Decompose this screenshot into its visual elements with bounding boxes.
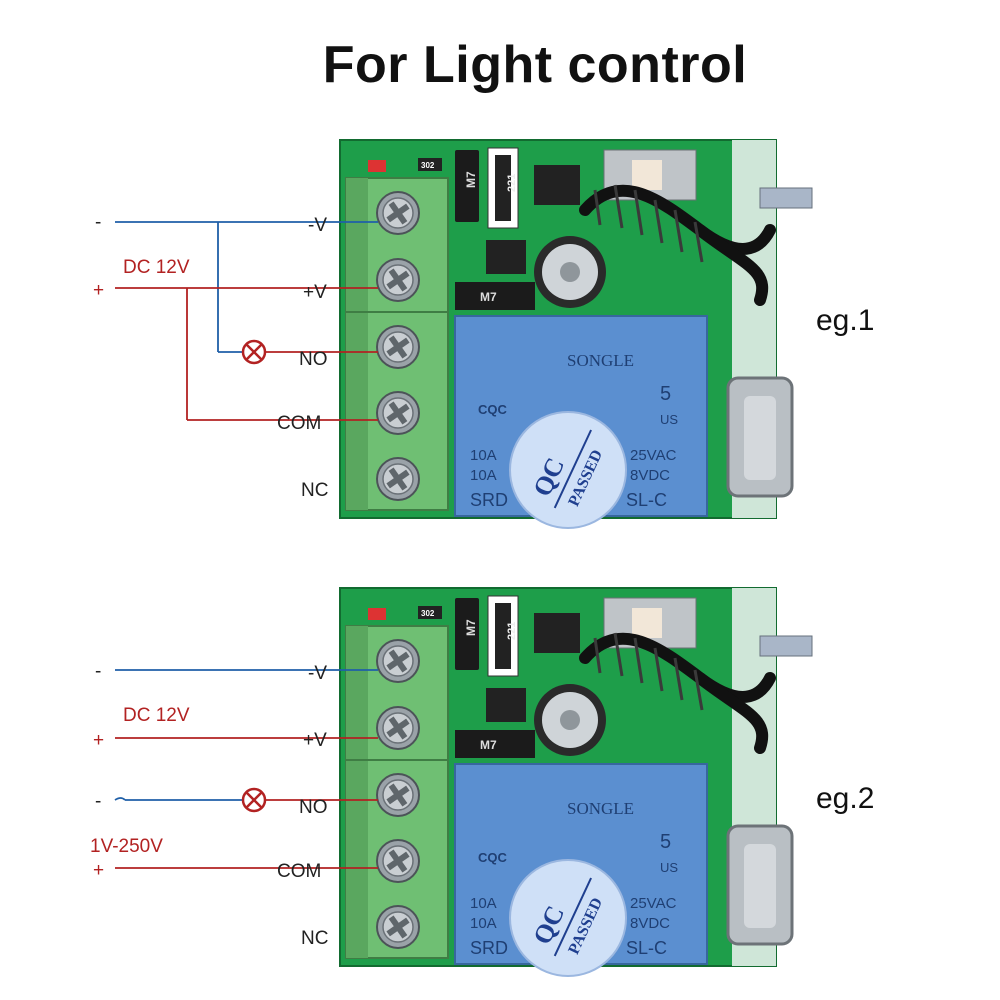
page-title: For Light control [322, 36, 748, 94]
chip-302: 302 [421, 609, 435, 618]
supply-label: DC 12V [123, 705, 190, 726]
wiring-eg1 [115, 221, 378, 421]
relay-brand: SONGLE [567, 799, 634, 818]
load-supply-label: 1V-250V [90, 836, 163, 857]
relay-model-right: SL-C [626, 490, 667, 510]
terminal-label: NO [299, 797, 328, 818]
relay-five: 5 [660, 383, 671, 405]
relay-model-right: SL-C [626, 938, 667, 958]
chip-221: 221 [506, 174, 518, 192]
relay-five: 5 [660, 831, 671, 853]
terminal-label: COM [277, 413, 321, 434]
relay-us: US [660, 860, 678, 875]
chip-m7: M7 [464, 171, 478, 188]
relay-rating-1: 10A [470, 895, 497, 912]
relay-vdc: 8VDC [630, 467, 670, 484]
lamp-icon [241, 787, 267, 813]
supply-minus: - [95, 661, 101, 682]
terminal-label: -V [308, 215, 327, 236]
relay-model-left: SRD [470, 490, 508, 510]
relay-board-1: 302 M7 221 M7 SONGLE CQC 5 [339, 139, 813, 529]
chip-221: 221 [506, 622, 518, 640]
qc-passed-sticker [509, 411, 627, 529]
load-supply-plus: + [93, 860, 104, 881]
qc-passed-sticker [509, 859, 627, 977]
chip-m7: M7 [464, 619, 478, 636]
led-icon [368, 608, 386, 620]
terminal-label: -V [308, 663, 327, 684]
chip-m7b: M7 [480, 738, 497, 752]
chip-302: 302 [421, 161, 435, 170]
terminal-label: +V [303, 730, 327, 751]
relay-rating-1: 10A [470, 447, 497, 464]
relay-vdc: 8VDC [630, 915, 670, 932]
relay-us: US [660, 412, 678, 427]
supply-minus: - [95, 212, 101, 233]
supply-plus: + [93, 730, 104, 751]
terminal-label: COM [277, 861, 321, 882]
supply-label: DC 12V [123, 257, 190, 278]
terminal-label: NC [301, 928, 328, 949]
relay-vac: 25VAC [630, 895, 677, 912]
example-label: eg.2 [816, 782, 874, 815]
relay-board-2: 302 M7 221 M7 SONGLE CQC 5 US 10A 10A [339, 587, 813, 977]
relay-model-left: SRD [470, 938, 508, 958]
terminal-label: NC [301, 480, 328, 501]
terminal-label: +V [303, 282, 327, 303]
terminal-label: NO [299, 349, 328, 370]
relay-rating-2: 10A [470, 915, 497, 932]
relay-brand: SONGLE [567, 351, 634, 370]
wiring-eg2 [114, 669, 378, 869]
relay-rating-2: 10A [470, 467, 497, 484]
example-label: eg.1 [816, 304, 874, 337]
led-icon [368, 160, 386, 172]
relay-vac: 25VAC [630, 447, 677, 464]
relay-cqc: CQC [478, 850, 508, 865]
load-supply-minus: - [95, 791, 101, 812]
supply-plus: + [93, 280, 104, 301]
relay-cqc: CQC [478, 402, 508, 417]
chip-m7b: M7 [480, 290, 497, 304]
lamp-icon [241, 339, 267, 365]
